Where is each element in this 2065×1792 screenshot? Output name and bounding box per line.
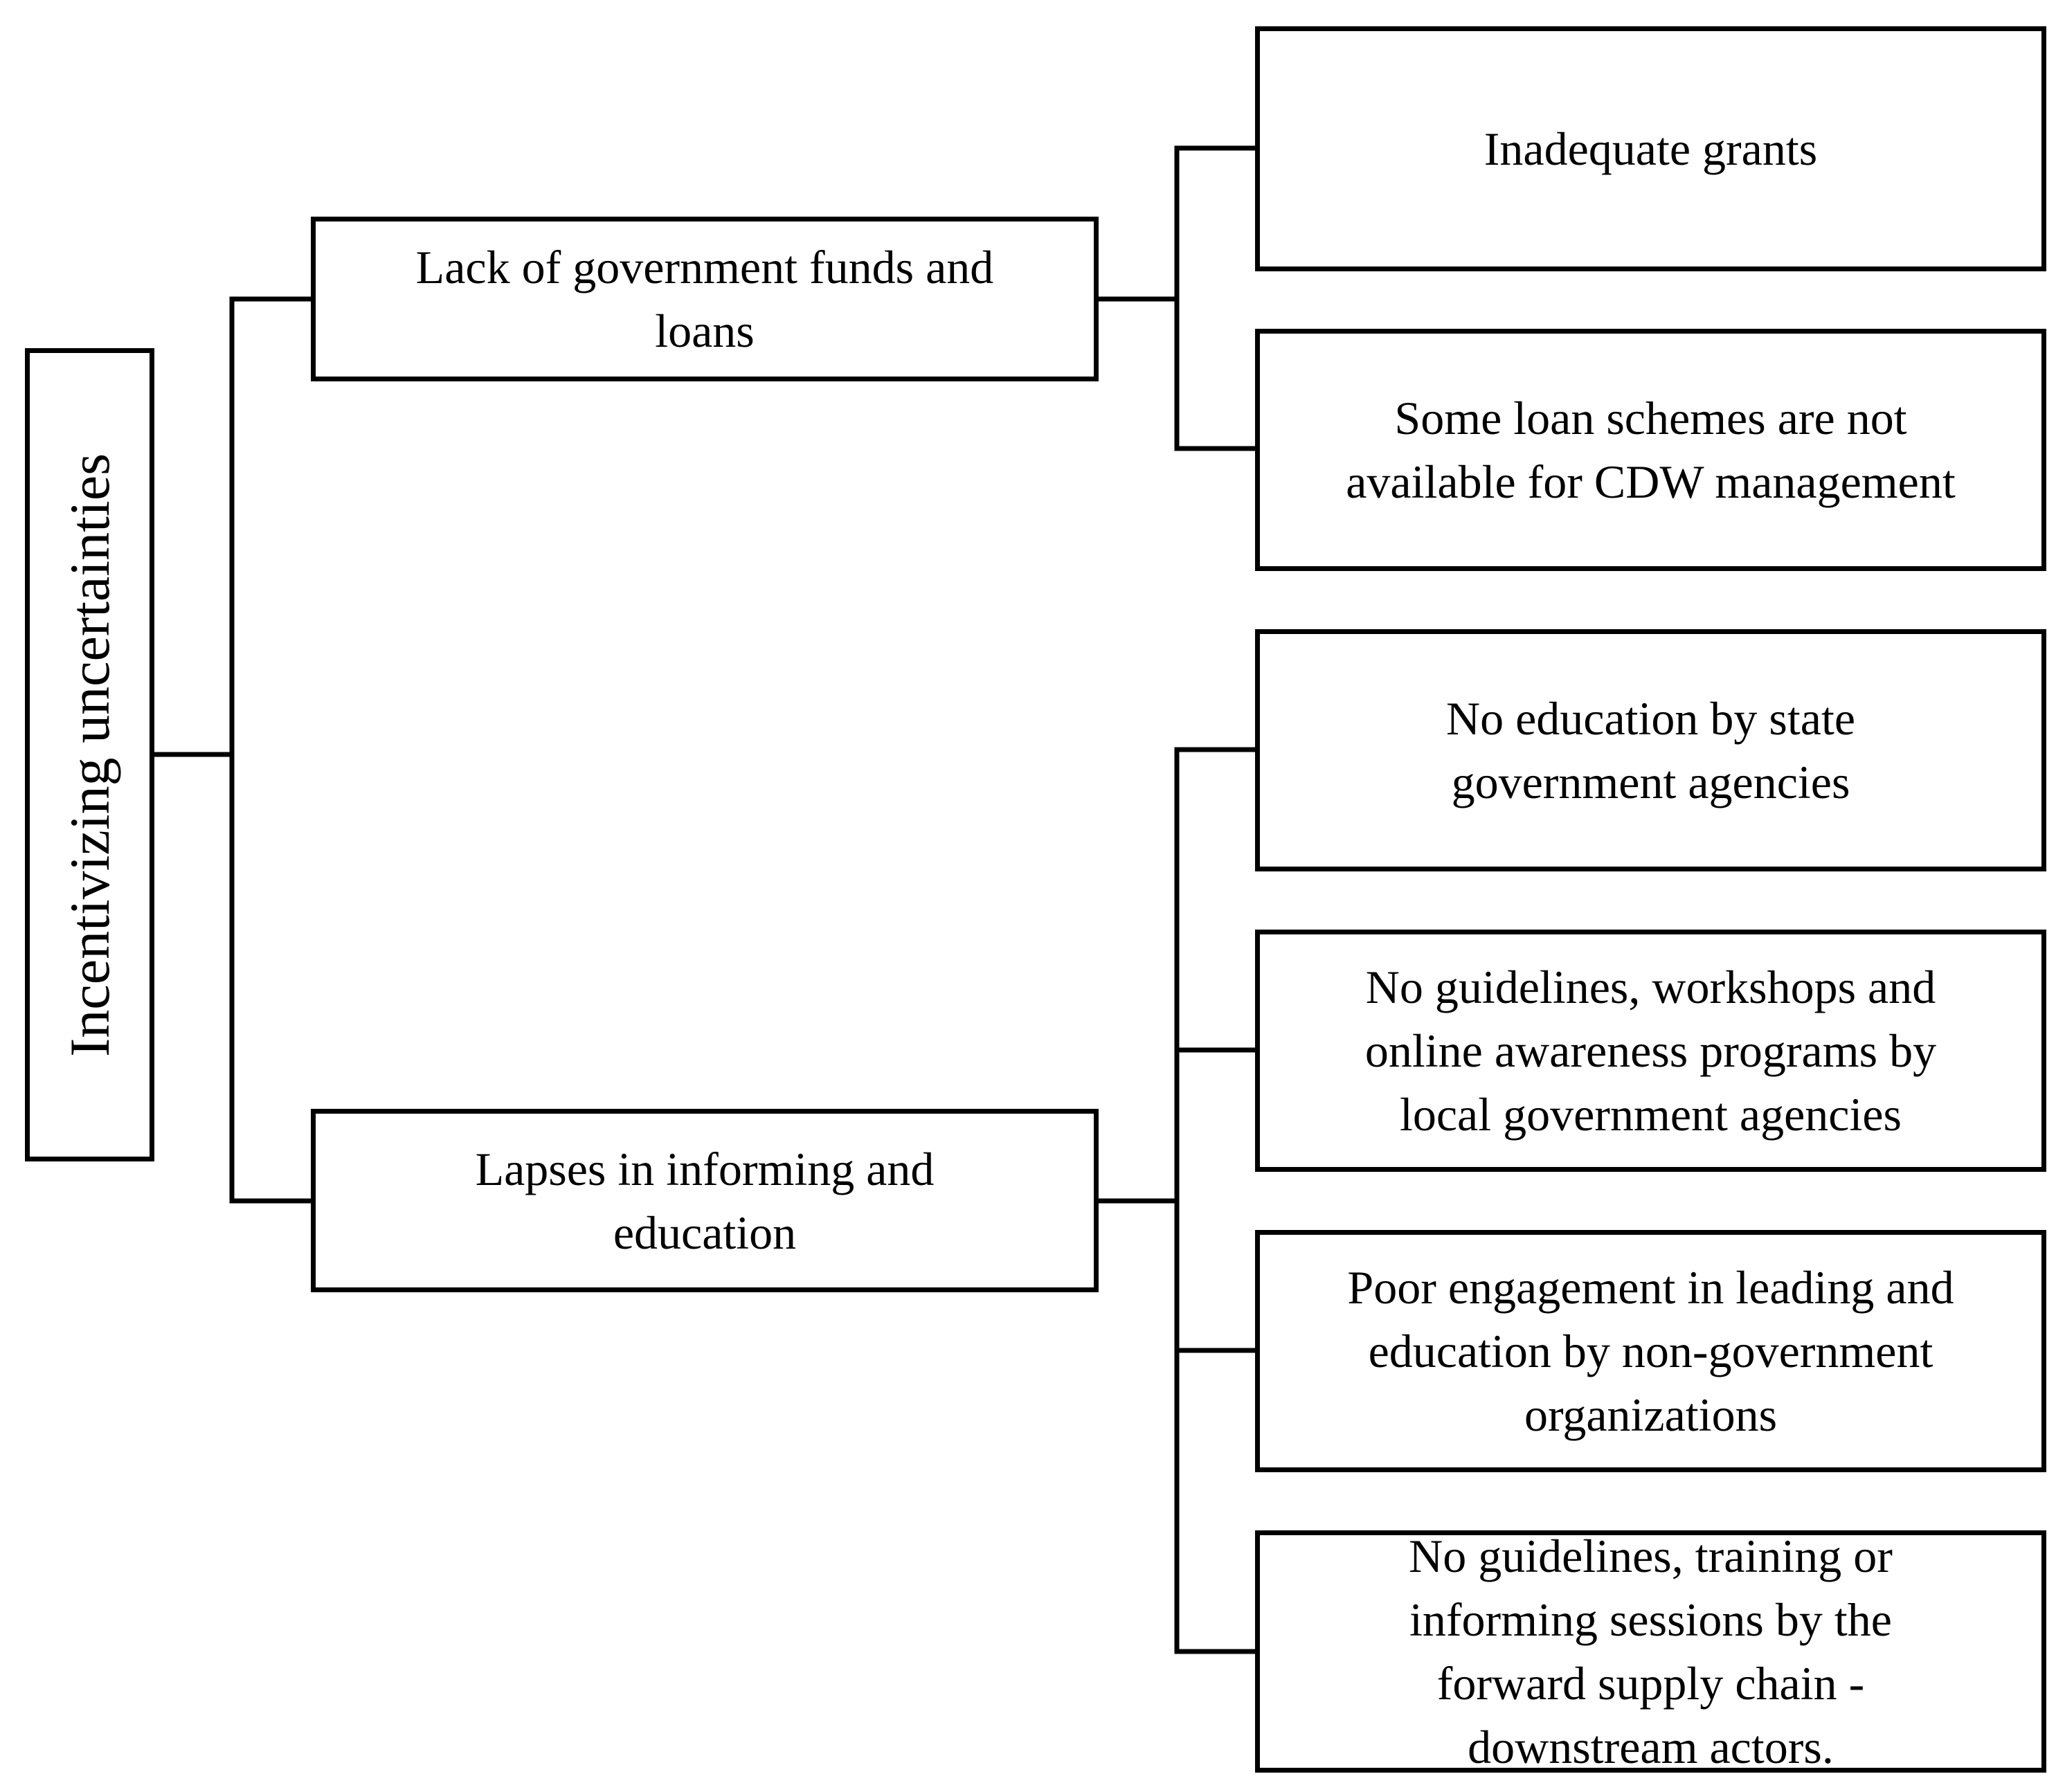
leaf-label: No education by state government agencie…: [1445, 692, 1856, 808]
leaf-label: Poor engagement in leading and education…: [1347, 1261, 1954, 1441]
leaf-label: Inadequate grants: [1484, 123, 1818, 175]
leaf-ngo-engagement: Poor engagement in leading and education…: [1255, 1230, 2046, 1472]
leaf-state-education: No education by state government agencie…: [1255, 629, 2046, 871]
leaf-label: Some loan schemes are not available for …: [1346, 392, 1956, 508]
category-funds-node: Lack of government funds and loans: [311, 217, 1099, 381]
category-education-label: Lapses in informing and education: [475, 1142, 935, 1259]
category-funds-label: Lack of government funds and loans: [415, 241, 994, 357]
leaf-label: No guidelines, training or informing ses…: [1409, 1530, 1893, 1773]
category-education-node: Lapses in informing and education: [311, 1109, 1099, 1292]
leaf-local-guidelines: No guidelines, workshops and online awar…: [1255, 930, 2046, 1172]
root-label: Incentivizing uncertainties: [57, 453, 121, 1057]
root-node: Incentivizing uncertainties: [25, 348, 154, 1161]
leaf-label: No guidelines, workshops and online awar…: [1364, 961, 1937, 1141]
leaf-inadequate-grants: Inadequate grants: [1255, 26, 2046, 271]
leaf-supply-chain: No guidelines, training or informing ses…: [1255, 1530, 2046, 1773]
leaf-loan-schemes: Some loan schemes are not available for …: [1255, 329, 2046, 571]
